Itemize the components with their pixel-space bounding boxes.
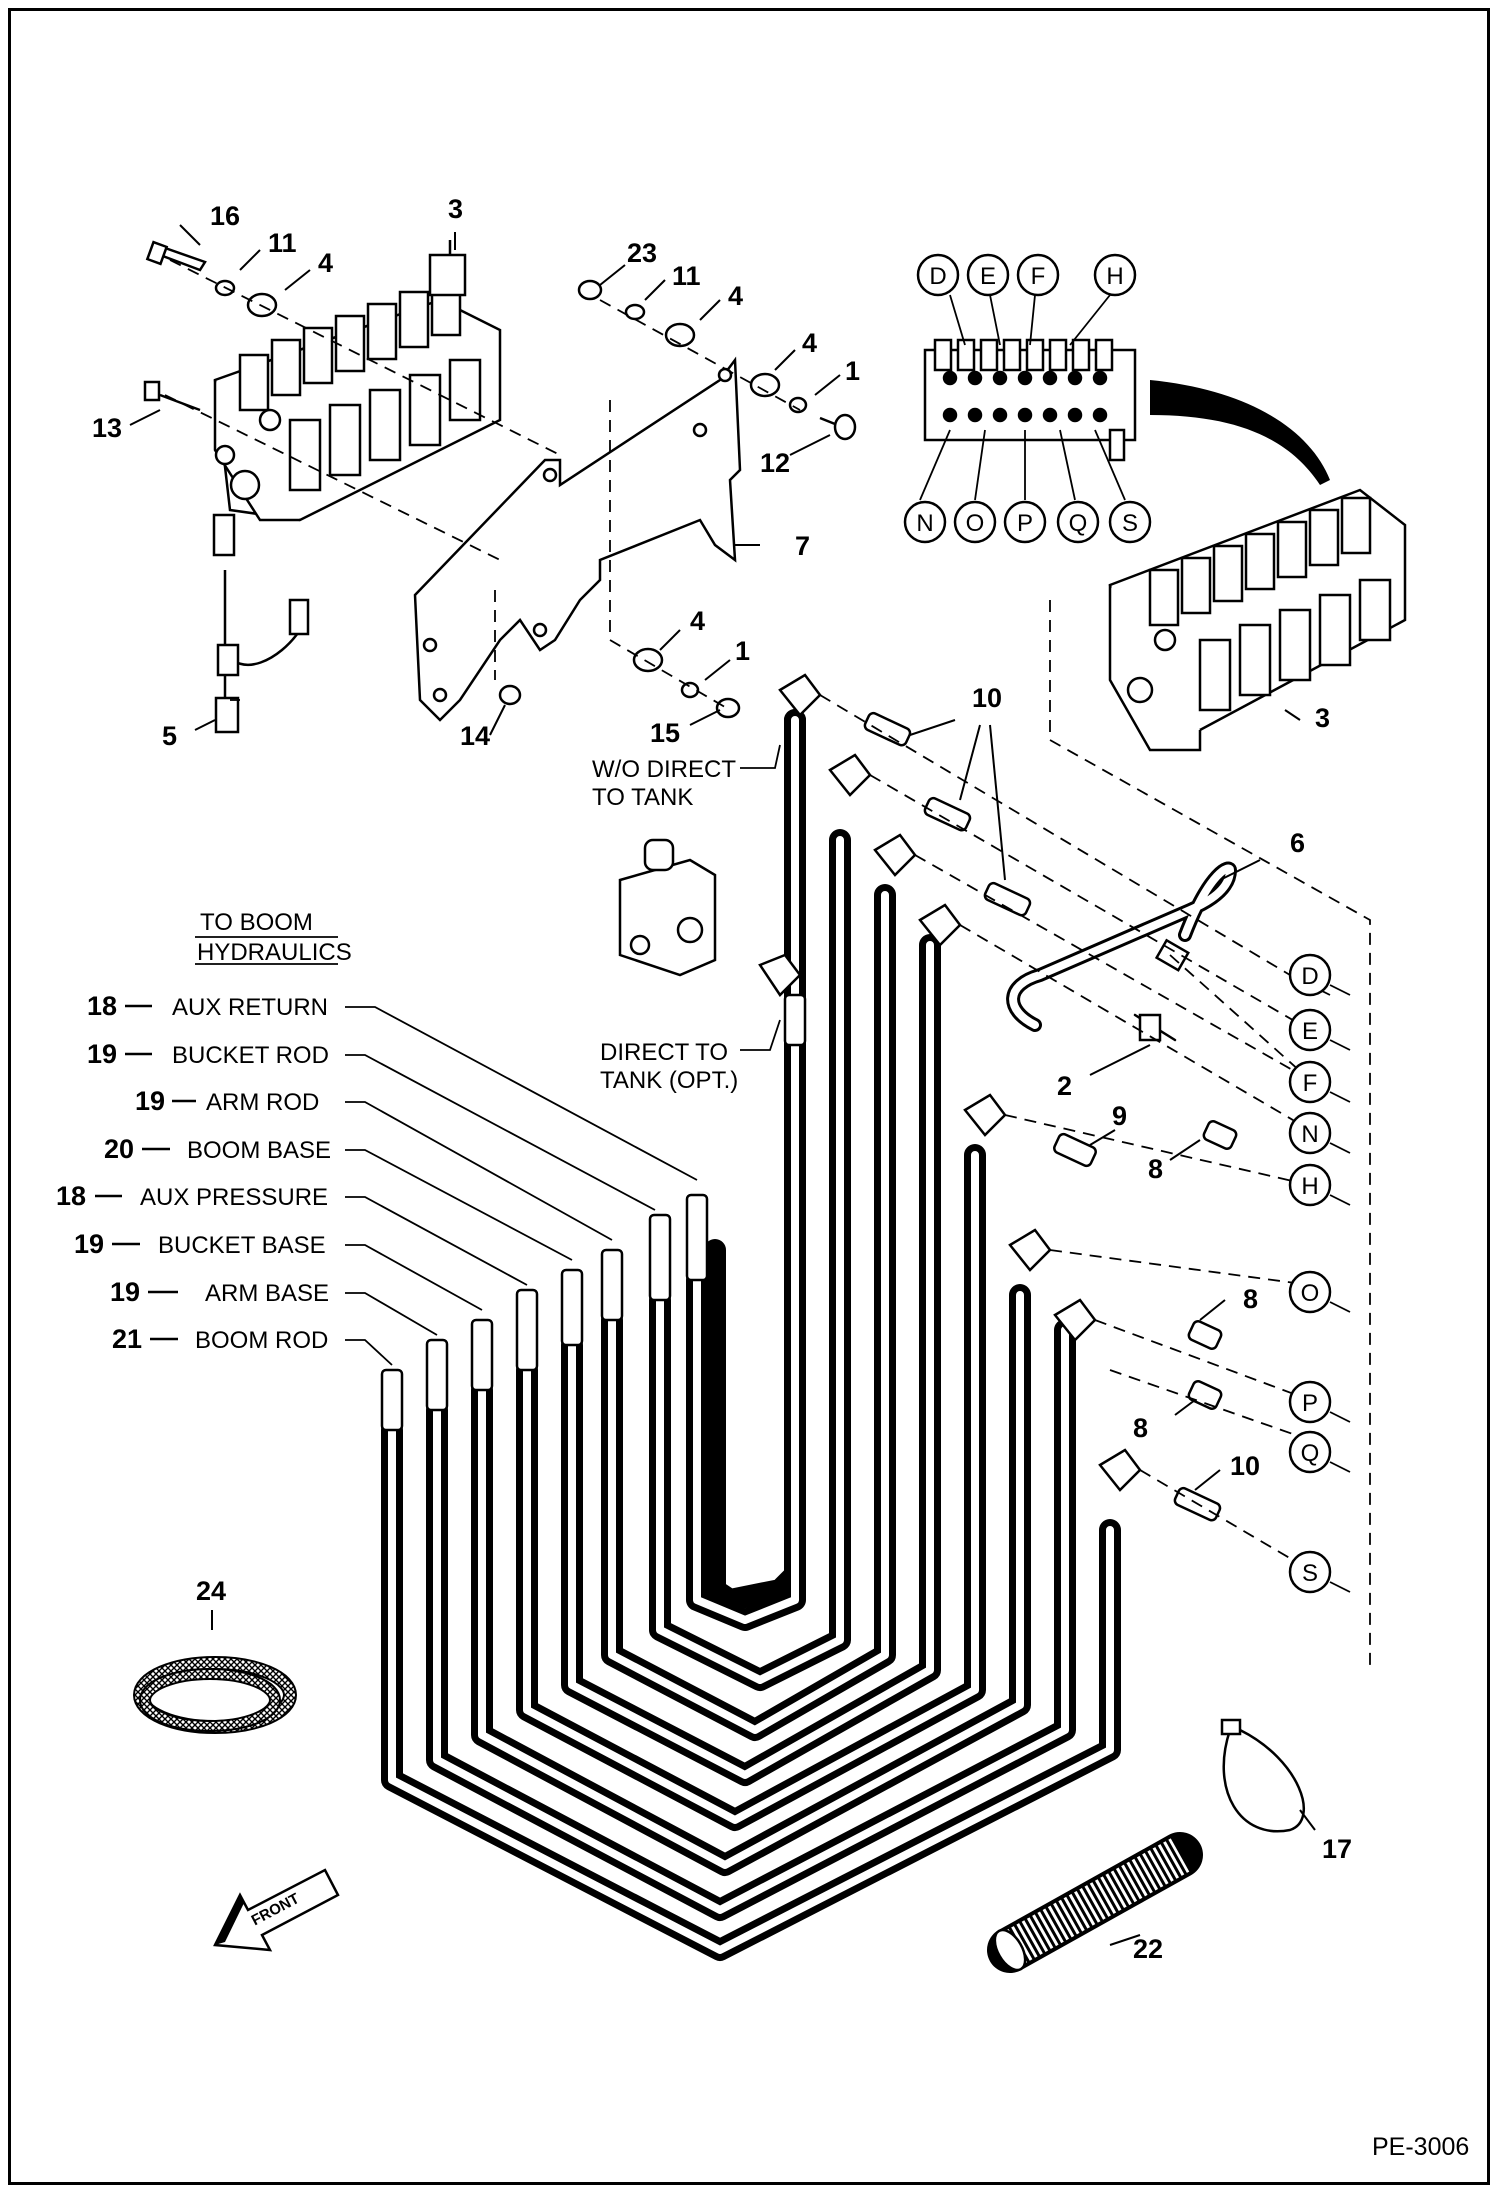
fitting-leader-lines	[819, 694, 1331, 1571]
port-letter: O	[1301, 1280, 1320, 1307]
hose-bundle	[381, 709, 1121, 1961]
port-letter-circles-right	[1288, 953, 1332, 1594]
callout-1: 1	[845, 356, 860, 386]
hose-num: 19	[110, 1277, 140, 1307]
port-letter: Q	[1069, 510, 1088, 537]
hose-elbows	[758, 673, 1142, 1492]
callout-15: 15	[650, 718, 680, 748]
drawing-id: PE-3006	[1372, 2133, 1469, 2161]
valve-detail-top	[923, 338, 1137, 462]
hose-num: 19	[74, 1229, 104, 1259]
port-letter: P	[1017, 510, 1033, 537]
callout-17: 17	[1322, 1834, 1352, 1864]
coil-item-24	[133, 1656, 297, 1734]
callout-11b: 11	[672, 261, 701, 291]
drawing-frame	[8, 8, 1490, 2185]
hose-num: 19	[135, 1086, 165, 1116]
hose-label: ARM ROD	[206, 1089, 319, 1116]
callout-leaders	[129, 224, 1316, 1946]
assembly-leader-lines	[164, 259, 801, 711]
callout-10b: 10	[1230, 1451, 1260, 1481]
port-letter: N	[916, 510, 933, 537]
hose-label: BUCKET BASE	[158, 1232, 326, 1259]
port-letter: H	[1301, 1173, 1318, 1200]
hose-num: 21	[112, 1324, 142, 1354]
callout-10: 10	[972, 683, 1002, 713]
header-line-1: TO BOOM	[200, 909, 313, 936]
detail-arrow	[1150, 380, 1330, 485]
hardware	[143, 240, 857, 719]
header-line-2: HYDRAULICS	[197, 939, 352, 966]
callout-5: 5	[162, 721, 177, 751]
callout-4: 4	[318, 248, 333, 278]
wiring-harness	[212, 513, 310, 734]
port-letter: D	[1301, 963, 1318, 990]
port-letter: H	[1106, 263, 1123, 290]
hose-num: 19	[87, 1039, 117, 1069]
port-letter-circles-top	[903, 253, 1152, 544]
callout-22: 22	[1133, 1934, 1163, 1964]
port-letter: Q	[1301, 1440, 1320, 1467]
mounting-bracket	[413, 356, 742, 722]
callout-24: 24	[196, 1576, 226, 1606]
tube-assembly	[1006, 861, 1238, 1042]
cable-tie-17	[1220, 1718, 1306, 1833]
label-leader-lines	[195, 744, 781, 1366]
hose-label-dashes	[95, 1004, 196, 1341]
hose-label: BOOM ROD	[195, 1327, 328, 1354]
front-arrow	[213, 1868, 340, 1952]
port-letter: P	[1302, 1390, 1318, 1417]
callout-4d: 4	[690, 606, 705, 636]
port-letter: S	[1122, 510, 1138, 537]
callout-8a: 8	[1148, 1154, 1163, 1184]
callout-16: 16	[210, 201, 240, 231]
control-valve-left	[213, 240, 502, 522]
hose-label-list: 18 AUX RETURN 19 BUCKET ROD 19 ARM ROD 2…	[56, 991, 331, 1354]
callout-6: 6	[1290, 828, 1305, 858]
valve-dashed-outline	[1049, 600, 1371, 1670]
port-letter-leaders	[919, 294, 1126, 501]
port-letter: S	[1302, 1560, 1318, 1587]
callout-4b: 4	[728, 281, 743, 311]
callout-4c: 4	[802, 328, 817, 358]
hose-label: BOOM BASE	[187, 1137, 331, 1164]
hose-label: BUCKET ROD	[172, 1042, 329, 1069]
hose-label: ARM BASE	[205, 1280, 329, 1307]
wo-direct-label-1: W/O DIRECT	[592, 756, 736, 783]
hose-num: 18	[56, 1181, 86, 1211]
direct-label-1: DIRECT TO	[600, 1039, 728, 1066]
port-letter: D	[929, 263, 946, 290]
port-letter: E	[1302, 1018, 1318, 1045]
callout-8c: 8	[1133, 1413, 1148, 1443]
hose-num: 20	[104, 1134, 134, 1164]
direct-label-2: TANK (OPT.)	[600, 1067, 738, 1094]
callout-11: 11	[268, 228, 297, 258]
callout-8b: 8	[1243, 1284, 1258, 1314]
port-letter: O	[966, 510, 985, 537]
hose-num: 18	[87, 991, 117, 1021]
callout-14: 14	[460, 721, 490, 751]
port-letter: N	[1301, 1121, 1318, 1148]
port-letter: E	[980, 263, 996, 290]
callout-9: 9	[1112, 1101, 1127, 1131]
wo-direct-label-2: TO TANK	[592, 784, 693, 811]
callout-7: 7	[795, 531, 810, 561]
callout-2: 2	[1057, 1071, 1072, 1101]
port-letter: F	[1303, 1070, 1318, 1097]
callout-13: 13	[92, 413, 122, 443]
hose-label: AUX RETURN	[172, 994, 328, 1021]
callout-3: 3	[448, 194, 463, 224]
callout-3b: 3	[1315, 703, 1330, 733]
conduit-22	[987, 1832, 1203, 1973]
hose-end-fittings	[380, 1193, 709, 1432]
port-letter-tails	[1329, 984, 1351, 1593]
callout-1b: 1	[735, 636, 750, 666]
control-valve-right	[1108, 488, 1407, 752]
port-letter: F	[1031, 263, 1046, 290]
callout-23: 23	[627, 238, 657, 268]
callout-12: 12	[760, 448, 790, 478]
hose-label: AUX PRESSURE	[140, 1184, 328, 1211]
tank-valve	[618, 838, 717, 977]
